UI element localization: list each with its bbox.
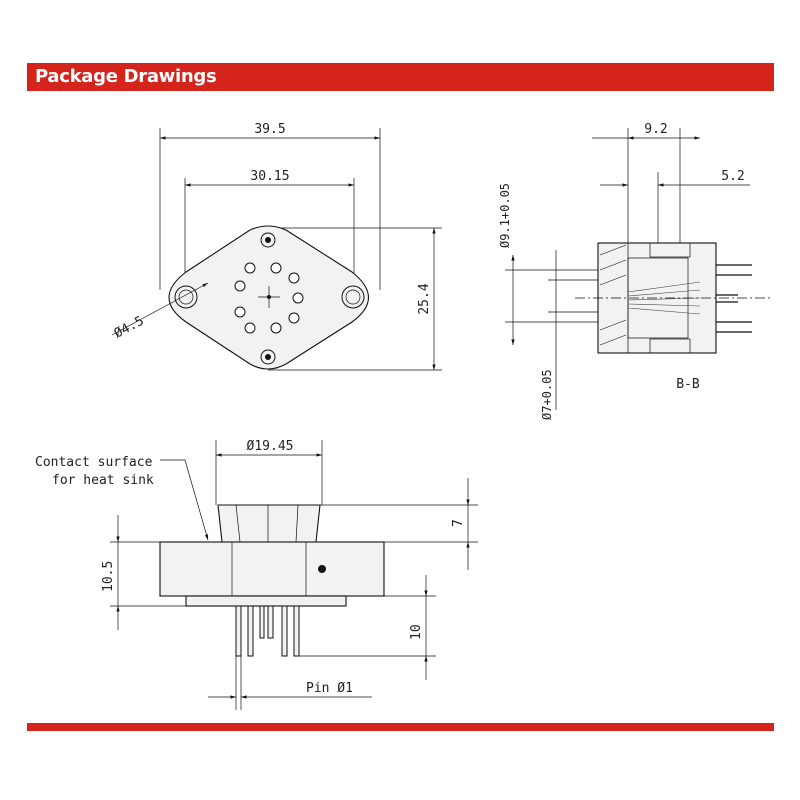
- main-body: [159, 541, 385, 597]
- dim-body-dia: Ø19.45: [247, 439, 294, 454]
- pin-ring: [234, 262, 304, 334]
- section-label: B-B: [676, 377, 700, 392]
- page-title: Package Drawings: [35, 66, 217, 87]
- dim-top: 9.2: [644, 122, 667, 137]
- header-banner: Package Drawings: [27, 63, 774, 91]
- base-plate: [185, 595, 347, 607]
- dim-upper-dia: Ø9.1+0.05: [498, 183, 512, 248]
- dim-body-height: 10.5: [101, 561, 116, 592]
- dim-pin: Pin Ø1: [306, 681, 353, 696]
- dim-lower-dia: Ø7+0.05: [540, 369, 554, 420]
- dim-hole-dia: Ø4.5: [112, 314, 147, 342]
- dim-cap-height: 7: [451, 519, 466, 527]
- dim-height: 25.4: [417, 283, 432, 314]
- section-view: 9.2 5.2 Ø9.1+0.05 Ø7+0.05: [498, 122, 770, 420]
- mounting-hole-left: [174, 285, 198, 309]
- side-view: Contact surface for heat sink Ø19.45: [35, 439, 478, 710]
- footer-bar: [27, 723, 774, 731]
- note-line-1: Contact surface: [35, 455, 153, 470]
- mounting-hole-right: [341, 285, 365, 309]
- note-line-2: for heat sink: [52, 473, 154, 488]
- dim-overall-width: 39.5: [254, 122, 285, 137]
- cap: [217, 504, 321, 543]
- dim-hole-spacing: 30.15: [250, 169, 289, 184]
- dim-second: 5.2: [721, 169, 744, 184]
- top-view: 39.5 30.15 25.4 Ø4.5: [111, 122, 442, 371]
- dim-pin-length: 10: [409, 624, 424, 640]
